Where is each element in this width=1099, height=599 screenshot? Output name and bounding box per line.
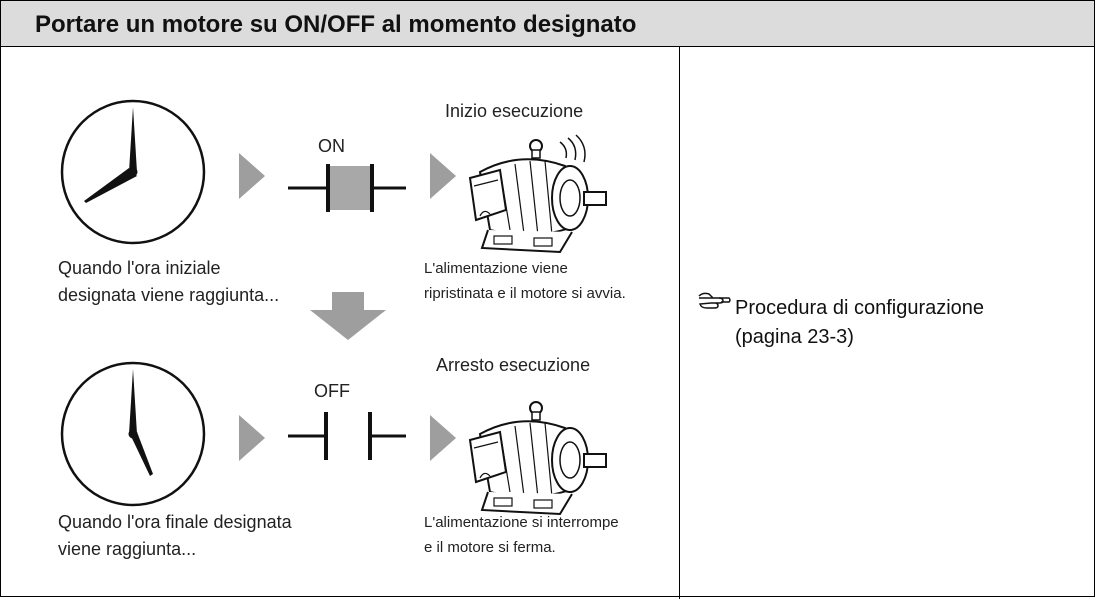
contact-on-label: ON <box>318 136 345 156</box>
reference-line-2: (pagina 23-3) <box>735 326 854 348</box>
right-arrow-icon <box>430 415 456 461</box>
motor-running-icon <box>468 134 607 254</box>
motor-caption-start-2: ripristinata e il motore si avvia. <box>424 285 626 302</box>
motor-caption-end-1: L'alimentazione si interrompe <box>424 514 619 531</box>
right-arrow-icon <box>430 153 456 199</box>
reference-line-1: Procedura di configurazione <box>735 297 985 319</box>
contact-off-icon <box>288 412 406 460</box>
clock-end-icon <box>60 361 206 507</box>
right-arrow-icon <box>239 415 265 461</box>
clock-caption-end-1: Quando l'ora finale designata <box>58 512 292 532</box>
column-divider <box>679 47 680 599</box>
state-label-start: Inizio esecuzione <box>445 101 584 121</box>
motor-stopped-icon <box>468 401 607 516</box>
clock-start-icon <box>60 99 206 245</box>
title-bar: Portare un motore su ON/OFF al momento d… <box>0 0 1095 47</box>
pointing-hand-icon <box>698 292 731 309</box>
motor-caption-start-1: L'alimentazione viene <box>424 260 568 277</box>
clock-caption-end-2: viene raggiunta... <box>58 539 197 559</box>
contact-on-icon <box>288 164 406 212</box>
right-arrow-icon <box>239 153 265 199</box>
state-label-stop: Arresto esecuzione <box>436 355 591 375</box>
clock-caption-start-1: Quando l'ora iniziale <box>58 258 221 278</box>
clock-caption-start-2: designata viene raggiunta... <box>58 285 280 305</box>
page-title: Portare un motore su ON/OFF al momento d… <box>35 11 637 38</box>
motor-caption-end-2: e il motore si ferma. <box>424 539 556 556</box>
down-arrow-icon <box>310 292 386 340</box>
contact-off-label: OFF <box>314 381 350 401</box>
